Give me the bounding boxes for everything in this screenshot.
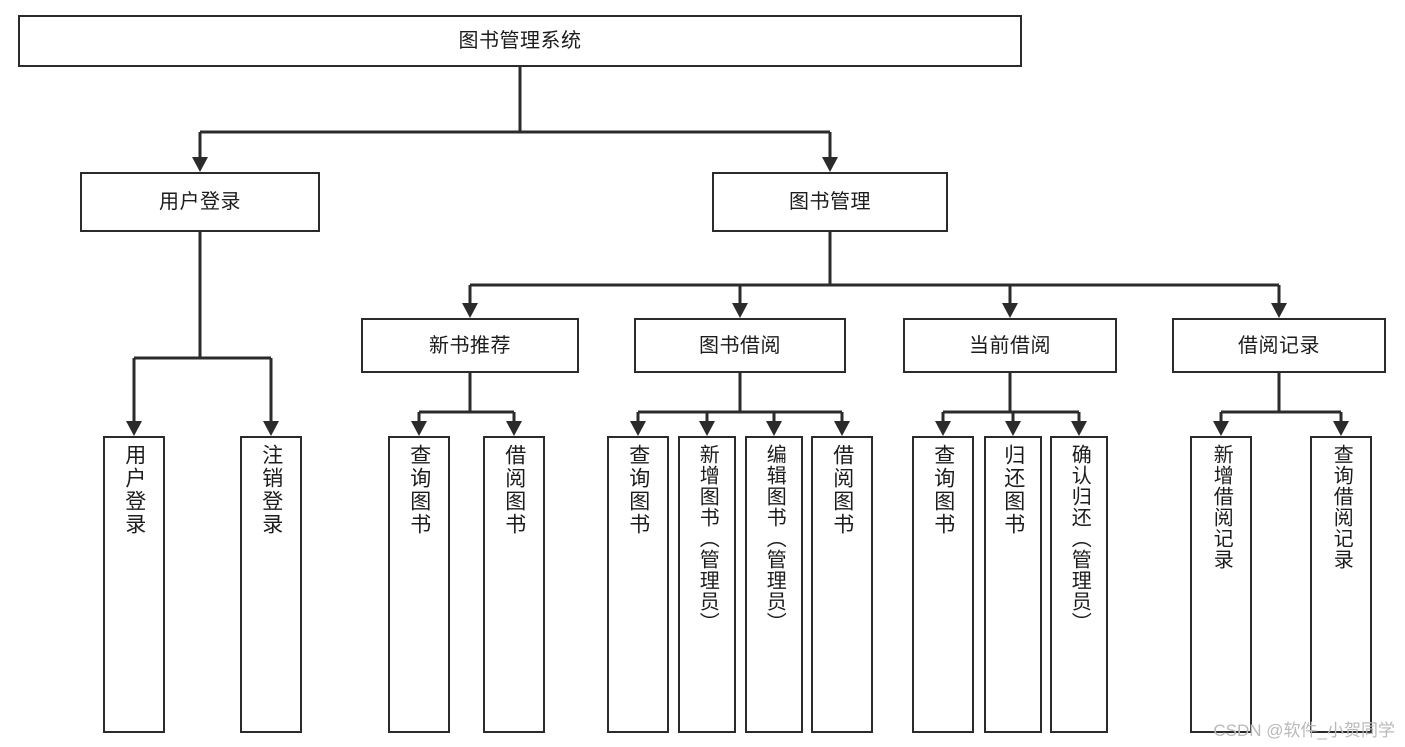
node-label: 用户登录	[122, 444, 146, 536]
node-label: 用户登录	[159, 191, 241, 213]
node-current-borrow[interactable]: 当前借阅	[903, 318, 1117, 373]
node-label: 新增借阅记录	[1210, 444, 1233, 570]
node-leaf-add-record[interactable]: 新增借阅记录	[1190, 436, 1252, 733]
node-leaf-return-book[interactable]: 归还图书	[984, 436, 1042, 733]
node-label: 查询图书	[931, 444, 955, 536]
node-leaf-borrow-book-1[interactable]: 借阅图书	[483, 436, 545, 733]
node-label: 编辑图书（管理员）	[763, 444, 786, 633]
node-leaf-user-logout[interactable]: 注销登录	[240, 436, 302, 733]
node-root[interactable]: 图书管理系统	[18, 15, 1022, 67]
node-label: 当前借阅	[969, 334, 1051, 357]
node-label: 查询图书	[626, 444, 650, 536]
node-label: 借阅图书	[502, 444, 526, 536]
node-leaf-user-login[interactable]: 用户登录	[103, 436, 165, 733]
node-leaf-borrow-book-2[interactable]: 借阅图书	[811, 436, 873, 733]
node-label: 图书管理系统	[458, 30, 582, 52]
node-label: 借阅图书	[830, 444, 854, 536]
node-leaf-query-book-3[interactable]: 查询图书	[912, 436, 974, 733]
node-leaf-edit-book[interactable]: 编辑图书（管理员）	[745, 436, 803, 733]
watermark: CSDN @软件_小贺同学	[1213, 721, 1395, 740]
node-label: 确认归还（管理员）	[1068, 444, 1091, 633]
node-label: 新书推荐	[429, 334, 511, 357]
node-user-login[interactable]: 用户登录	[80, 172, 320, 232]
node-new-book-rec[interactable]: 新书推荐	[361, 318, 579, 373]
node-label: 借阅记录	[1238, 334, 1320, 357]
node-label: 查询借阅记录	[1330, 444, 1353, 570]
node-label: 查询图书	[407, 444, 431, 536]
node-label: 注销登录	[259, 444, 283, 536]
node-leaf-confirm-return[interactable]: 确认归还（管理员）	[1050, 436, 1108, 733]
node-label: 归还图书	[1001, 444, 1025, 536]
node-label: 新增图书（管理员）	[696, 444, 719, 633]
node-leaf-query-record[interactable]: 查询借阅记录	[1310, 436, 1372, 733]
node-leaf-add-book[interactable]: 新增图书（管理员）	[678, 436, 736, 733]
node-book-borrow[interactable]: 图书借阅	[634, 318, 846, 373]
node-borrow-record[interactable]: 借阅记录	[1172, 318, 1386, 373]
node-book-manage[interactable]: 图书管理	[712, 172, 948, 232]
node-leaf-query-book-1[interactable]: 查询图书	[388, 436, 450, 733]
node-label: 图书管理	[789, 191, 871, 213]
node-leaf-query-book-2[interactable]: 查询图书	[607, 436, 669, 733]
node-label: 图书借阅	[699, 334, 781, 357]
